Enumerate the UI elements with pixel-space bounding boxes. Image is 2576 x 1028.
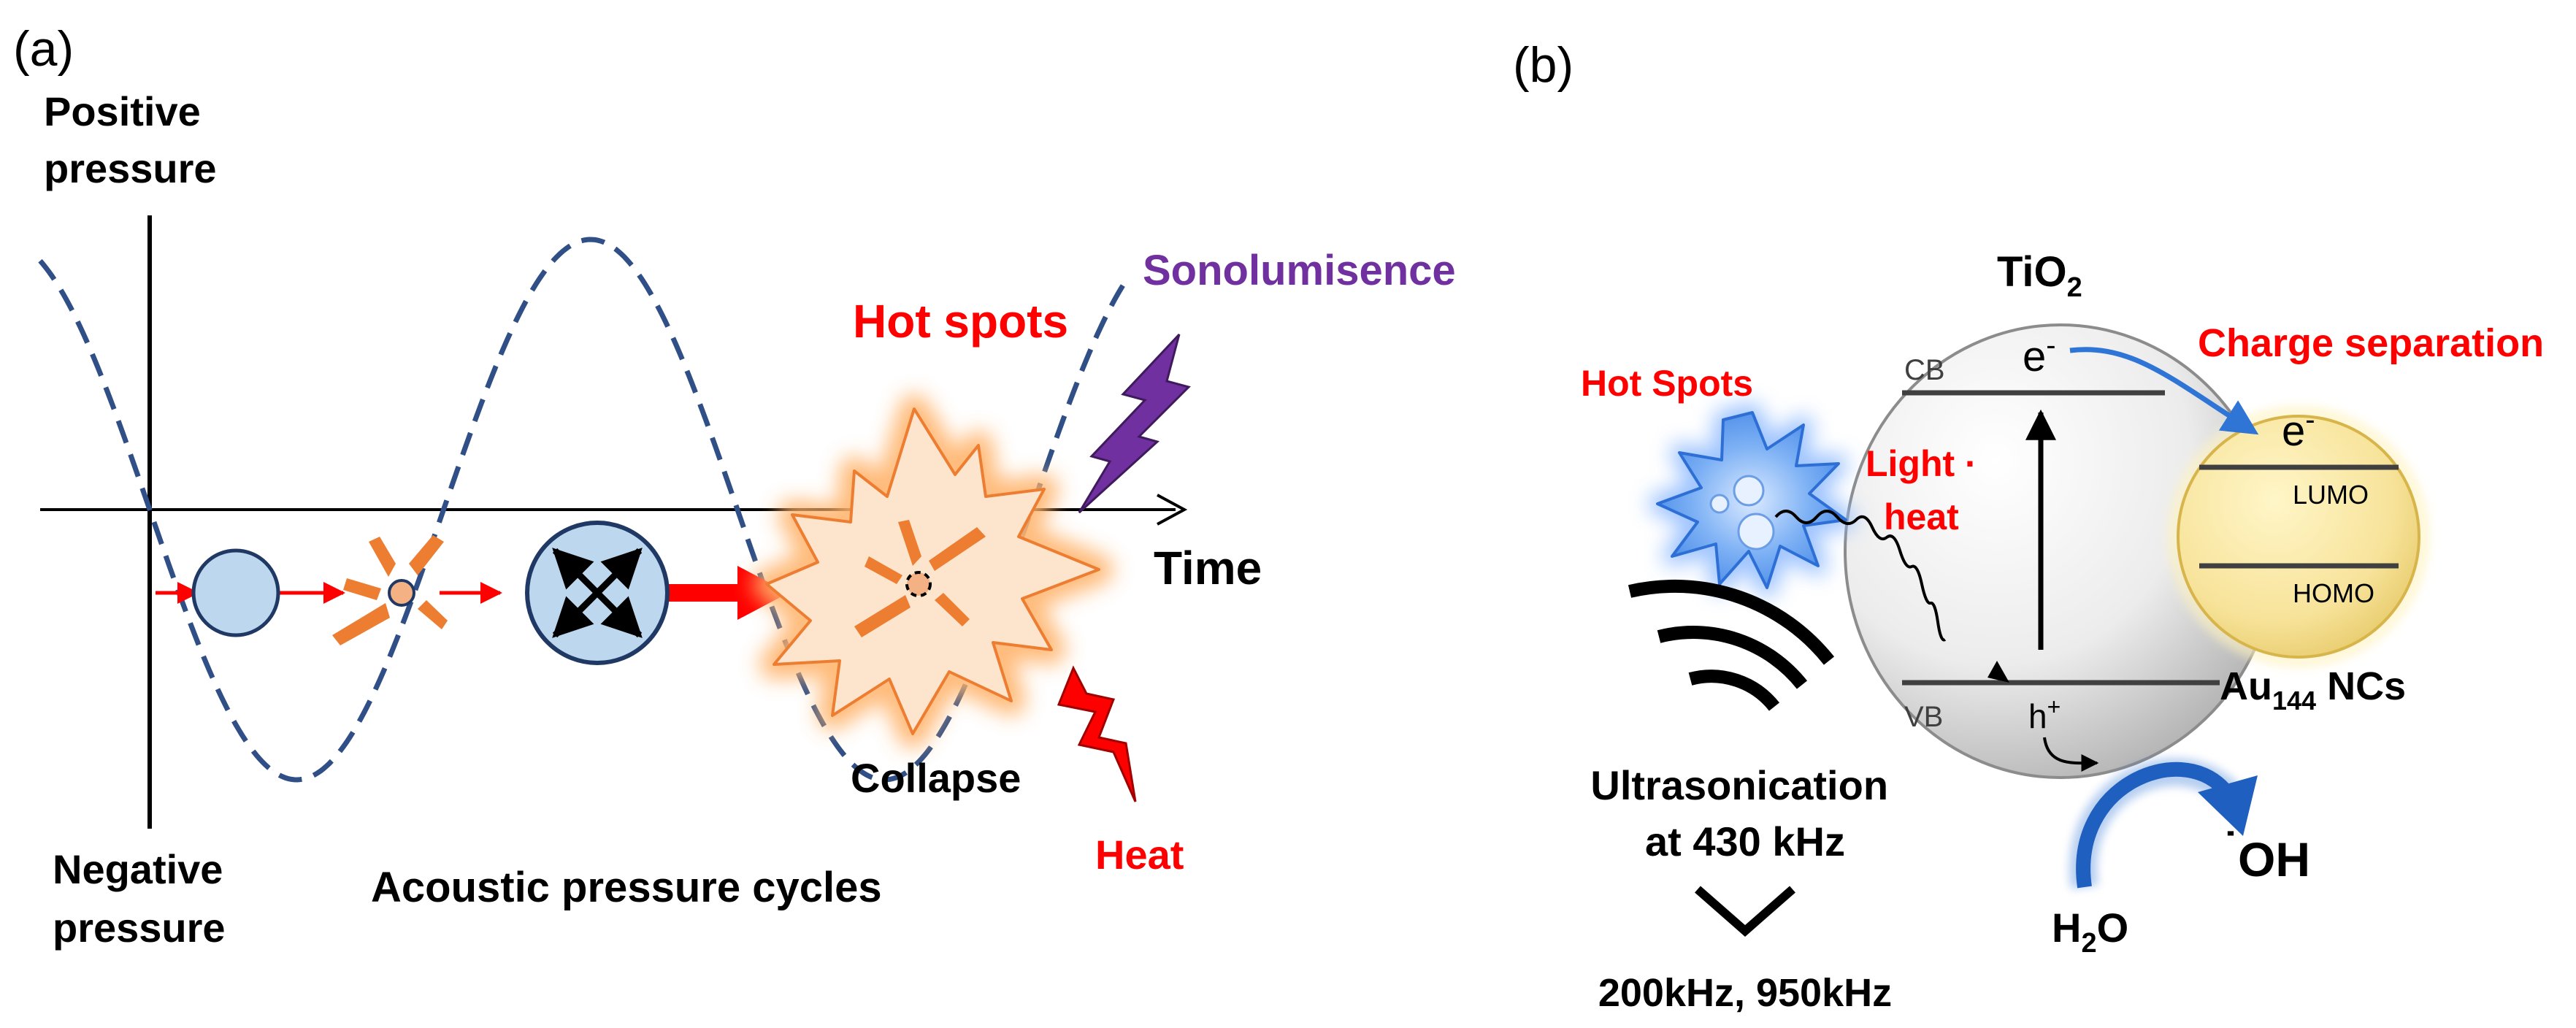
hot-spots-b-label: Hot Spots: [1581, 363, 1753, 404]
sonolumisence-bolt-icon: [1078, 333, 1191, 514]
light-heat-wave-arrow: [1774, 510, 1947, 642]
light-heat-wave-arrowhead: [1987, 661, 2009, 683]
panel-a: (a) Positive pressure Negative pressure …: [13, 21, 1456, 951]
compression-arrows-icon: [332, 535, 448, 645]
negative-pressure-label: Negative pressure: [53, 846, 234, 951]
hot-spot-star: [1648, 403, 1855, 597]
water-oxidation-arrowhead: [2198, 775, 2258, 836]
vb-label: VB: [1904, 701, 1943, 733]
water-oxidation-arrow-body: [2076, 762, 2229, 889]
tio2-label: TiO2: [1997, 248, 2082, 303]
electron-au: e-: [2282, 404, 2315, 455]
heat-label: Heat: [1095, 832, 1184, 878]
homo-label: HOMO: [2293, 578, 2374, 608]
collapsed-bubble: [905, 571, 932, 597]
hot-spot-burst: [752, 394, 1113, 748]
light-heat-label: Light · heat: [1866, 443, 1987, 537]
electron-tio2: e-: [2023, 329, 2056, 380]
panel-b-label: (b): [1513, 37, 1573, 93]
ultrasonication-label: Ultrasonication at 430 kHz: [1590, 762, 1899, 864]
h2o-label: H2O: [2052, 905, 2128, 959]
time-label: Time: [1154, 542, 1262, 594]
hot-spots-label: Hot spots: [853, 295, 1068, 348]
frequencies-label: 200kHz, 950kHz: [1598, 971, 1892, 1015]
bubble-initial: [191, 548, 280, 637]
chevron-down-icon: [1695, 886, 1795, 937]
hole-label: h+: [2028, 694, 2061, 735]
positive-pressure-label: Positive pressure: [44, 88, 217, 191]
hydroxyl-radical-label: ˙OH: [2223, 824, 2310, 886]
collapse-label: Collapse: [851, 755, 1021, 801]
sonolumisence-label: Sonolumisence: [1143, 247, 1456, 294]
au144-cluster-core: [2177, 415, 2420, 659]
au144-label: Au144 NCs: [2220, 664, 2406, 716]
panel-b: (b) TiO2 CB VB e- h+ LUMO HOMO e- Au144 …: [1513, 37, 2544, 1015]
ultrasound-waves-icon: [1628, 579, 1835, 711]
heat-bolt-icon: [1057, 665, 1137, 802]
bubble-compressed: [332, 535, 448, 645]
charge-transfer-arrow: [2069, 347, 2259, 435]
cb-label: CB: [1904, 354, 1945, 386]
bubble-expanded: [525, 521, 670, 665]
panel-a-label: (a): [13, 21, 74, 77]
lumo-label: LUMO: [2293, 480, 2369, 510]
hole-transfer-arrow: [2043, 737, 2099, 772]
acoustic-pressure-wave: [38, 237, 1132, 783]
collapse-arrows-icon: [854, 520, 986, 637]
time-axis-arrowhead: [1157, 494, 1188, 526]
acoustic-cycles-label: Acoustic pressure cycles: [371, 864, 882, 911]
charge-separation-label: Charge separation: [2198, 321, 2544, 365]
